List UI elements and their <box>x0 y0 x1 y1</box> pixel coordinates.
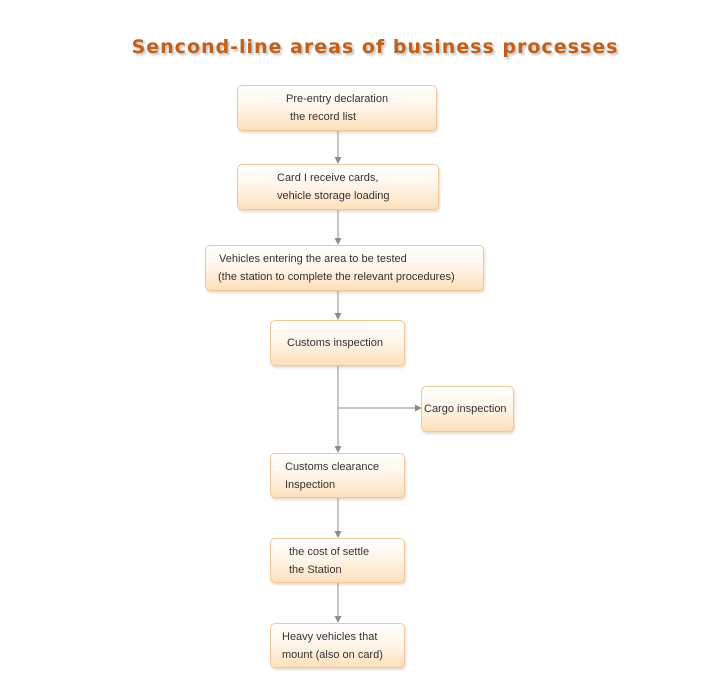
node-text-line: the record list <box>290 111 357 123</box>
node-text-line: the cost of settle <box>289 545 370 558</box>
node-text-line: Vehicles entering the area to be tested <box>219 253 407 265</box>
node-customs-clearance: Customs clearance Inspection <box>270 453 405 498</box>
node-text-line: mount (also on card) <box>282 648 383 661</box>
node-text-line: Inspection <box>285 478 336 491</box>
node-text-line: vehicle storage loading <box>277 190 390 202</box>
node-cost-settle: the cost of settle the Station <box>270 538 405 583</box>
node-text-line: the Station <box>289 563 342 576</box>
node-text-line: Customs inspection <box>287 337 383 349</box>
node-text-line: Customs clearance <box>285 460 380 473</box>
node-cargo-inspection: Cargo inspection <box>421 386 514 432</box>
node-text-line: Cargo inspection <box>424 403 507 415</box>
diagram-title: Sencond-line areas of business processes <box>131 36 619 58</box>
node-vehicles-entering: Vehicles entering the area to be tested … <box>205 245 484 291</box>
node-text-line: Heavy vehicles that <box>282 630 378 643</box>
node-pre-entry-declaration: Pre-entry declaration the record list <box>237 85 437 131</box>
node-heavy-vehicles: Heavy vehicles that mount (also on card) <box>270 623 405 668</box>
node-customs-inspection: Customs inspection <box>270 320 405 366</box>
node-text-line: Card I receive cards, <box>277 172 379 184</box>
node-text-line: Pre-entry declaration <box>286 93 389 105</box>
node-card-receive: Card I receive cards, vehicle storage lo… <box>237 164 439 210</box>
node-text-line: (the station to complete the relevant pr… <box>218 271 455 283</box>
